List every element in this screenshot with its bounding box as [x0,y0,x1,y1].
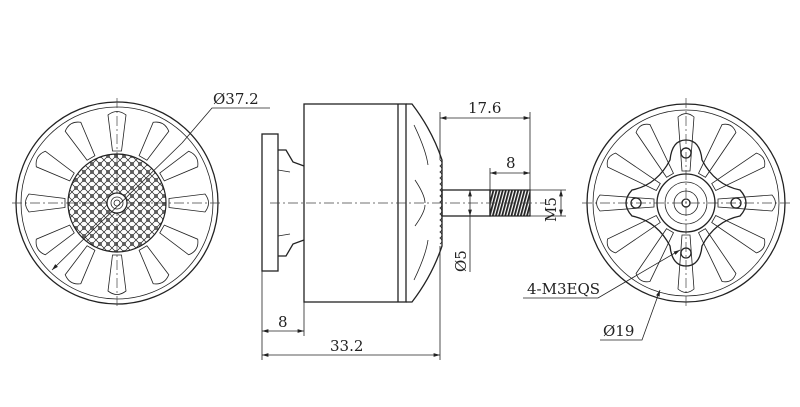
stator-slots [596,113,776,293]
slot-outline [717,194,776,212]
slot-outline [596,194,655,212]
slot-outline [168,193,209,213]
mount-holes-label: 4-M3EQS [527,280,600,298]
slot-outline [64,121,96,161]
slot-outline [138,245,170,285]
slot-outline [698,123,737,178]
shaft-length-label: 17.6 [468,99,501,117]
slot-outline [677,113,695,172]
slot-outline [159,224,199,256]
hole-circle-label: Ø19 [603,322,634,340]
slot-outline [64,245,96,285]
rotor-spokes [25,111,209,295]
base-thickness-label: 8 [278,313,288,331]
thread-size-label: M5 [542,197,560,222]
front-view: Ø37.2 [12,90,270,308]
slot-outline [606,215,661,254]
slot-outline [107,111,127,152]
slot-outline [138,121,170,161]
slot-outline [711,215,766,254]
front-diameter-label: Ø37.2 [213,90,259,108]
slot-outline [711,152,766,191]
slot-outline [159,150,199,182]
slot-outline [107,254,127,295]
slot-outline [35,150,75,182]
slot-outline [25,193,66,213]
slot-outline [35,224,75,256]
shaft-diameter-label: Ø5 [452,250,470,272]
rear-view: 4-M3EQS Ø19 [523,98,790,341]
side-view: 17.6 8 M5 Ø5 8 33.2 [261,99,566,360]
thread-length-label: 8 [506,154,516,172]
slot-outline [698,228,737,283]
slot-outline [606,152,661,191]
slot-outline [635,228,674,283]
overall-length-label: 33.2 [330,337,363,355]
slot-outline [635,123,674,178]
slot-outline [677,234,695,293]
